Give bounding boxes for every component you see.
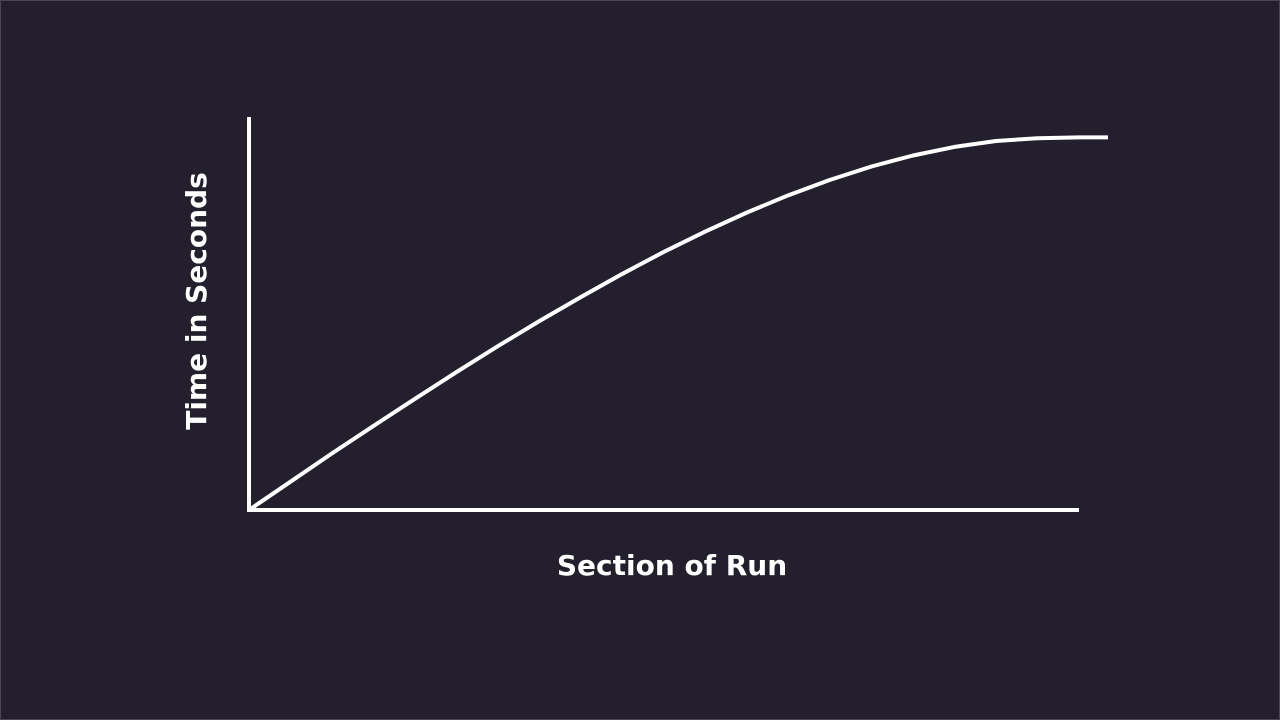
plot-area xyxy=(247,135,1108,512)
x-axis-title: Section of Run xyxy=(557,549,787,582)
y-axis-title: Time in Seconds xyxy=(180,172,213,430)
series-line-0 xyxy=(247,135,1108,512)
